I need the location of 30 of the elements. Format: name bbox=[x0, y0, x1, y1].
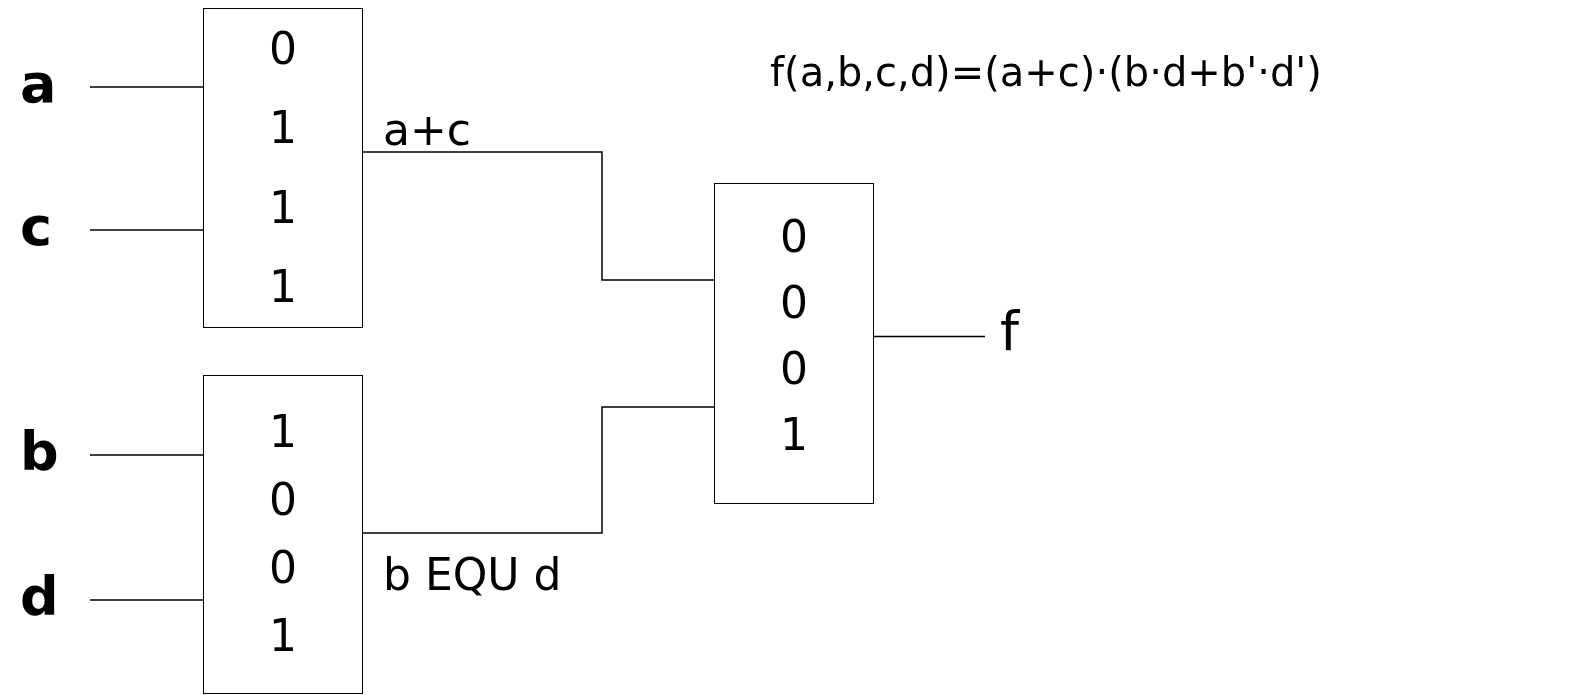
lookup-table-box bbox=[203, 8, 363, 328]
signal-name: d bbox=[20, 570, 60, 624]
truth-value: 0 bbox=[269, 21, 297, 76]
truth-value: 1 bbox=[269, 101, 297, 156]
truth-value: 0 bbox=[780, 342, 808, 396]
wire bbox=[873, 335, 986, 338]
lookup-table-box bbox=[203, 375, 363, 694]
truth-value: 1 bbox=[780, 408, 808, 462]
signal-name: a bbox=[20, 57, 58, 111]
wire bbox=[362, 406, 715, 534]
wire bbox=[89, 86, 204, 88]
signal-name: f bbox=[1000, 305, 1021, 359]
boolean-expression: f(a,b,c,d)=(a+c)·(b·d+b'·d') bbox=[770, 52, 1322, 92]
wire bbox=[362, 151, 715, 281]
signal-name: b bbox=[20, 425, 60, 479]
truth-value: 1 bbox=[269, 180, 297, 235]
truth-value: 0 bbox=[780, 210, 808, 264]
truth-value: 1 bbox=[269, 260, 297, 315]
truth-value: 0 bbox=[269, 541, 297, 595]
truth-value: 0 bbox=[780, 276, 808, 330]
edge-label: a+c bbox=[383, 108, 472, 152]
wire bbox=[89, 229, 204, 231]
truth-value: 1 bbox=[269, 609, 297, 663]
edge-label: b EQU d bbox=[383, 553, 562, 597]
truth-value: 0 bbox=[269, 473, 297, 527]
truth-value: 1 bbox=[269, 405, 297, 459]
wire bbox=[89, 599, 204, 601]
wire bbox=[89, 454, 204, 456]
signal-name: c bbox=[20, 200, 53, 254]
lookup-table-box bbox=[714, 183, 874, 504]
